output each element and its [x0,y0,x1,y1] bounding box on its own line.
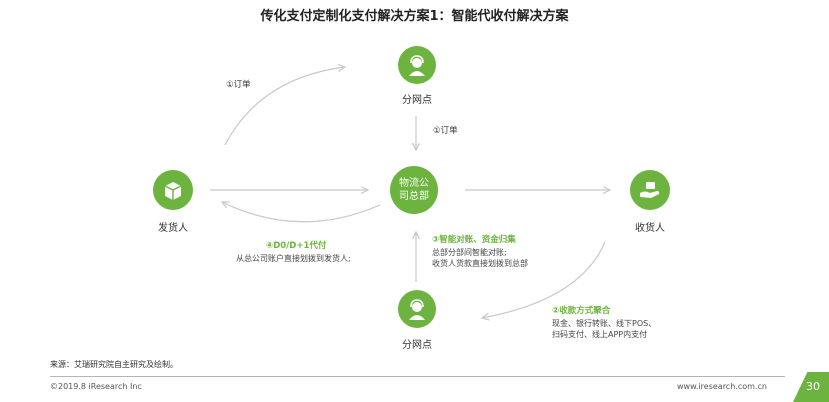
reconcile-title: ③智能对账、资金归集 [432,235,516,245]
shipper-label: 发货人 [158,223,188,234]
settlement-desc: 从总公司账户直接划拨到发货人; [236,254,351,263]
bottom-branch-node [398,290,436,328]
copyright: ©2019.8 iResearch Inc [50,382,142,391]
receiver-node [630,170,670,210]
logistics-hq-node: 物流公 司总部 [390,166,438,214]
arrow-shipper-to-top-branch [224,67,345,146]
user-headset-icon [409,299,425,320]
edge-label-order-down: ①订单 [433,126,458,136]
receiver-label: 收货人 [635,223,665,234]
top-branch-node [398,46,436,84]
page-title: 传化支付定制化支付解决方案1：智能代收付解决方案 [260,9,569,24]
edge-label-order-arc: ①订单 [226,80,251,90]
hub-label-line2: 司总部 [399,191,429,202]
arrow-hub-to-shipper [222,202,381,223]
arrow-receiver-to-bottom-branch [482,241,606,318]
package-box-icon [164,182,182,200]
settlement-title: ④D0/D+1代付 [266,241,327,251]
user-headset-icon [409,55,425,76]
footer-divider [50,376,785,377]
collect-desc-2: 扫码支付、线上APP内支付 [552,330,648,339]
reconcile-desc-2: 收货人货款直接划拨到总部 [432,259,528,268]
page-number: 30 [806,380,820,393]
reconcile-desc-1: 总部分部间智能对账; [432,248,507,257]
website-link[interactable]: www.iresearch.com.cn [677,382,767,391]
collect-title: ②收款方式聚合 [552,306,611,316]
hand-receive-icon [640,182,660,198]
shipper-node [153,170,193,210]
hub-label-line1: 物流公 [399,178,429,189]
collect-desc-1: 现金、银行转账、线下POS、 [552,319,657,328]
bottom-branch-label: 分网点 [402,340,432,351]
top-branch-label: 分网点 [402,95,432,106]
source-note: 来源：艾瑞研究院自主研究及绘制。 [50,360,178,369]
